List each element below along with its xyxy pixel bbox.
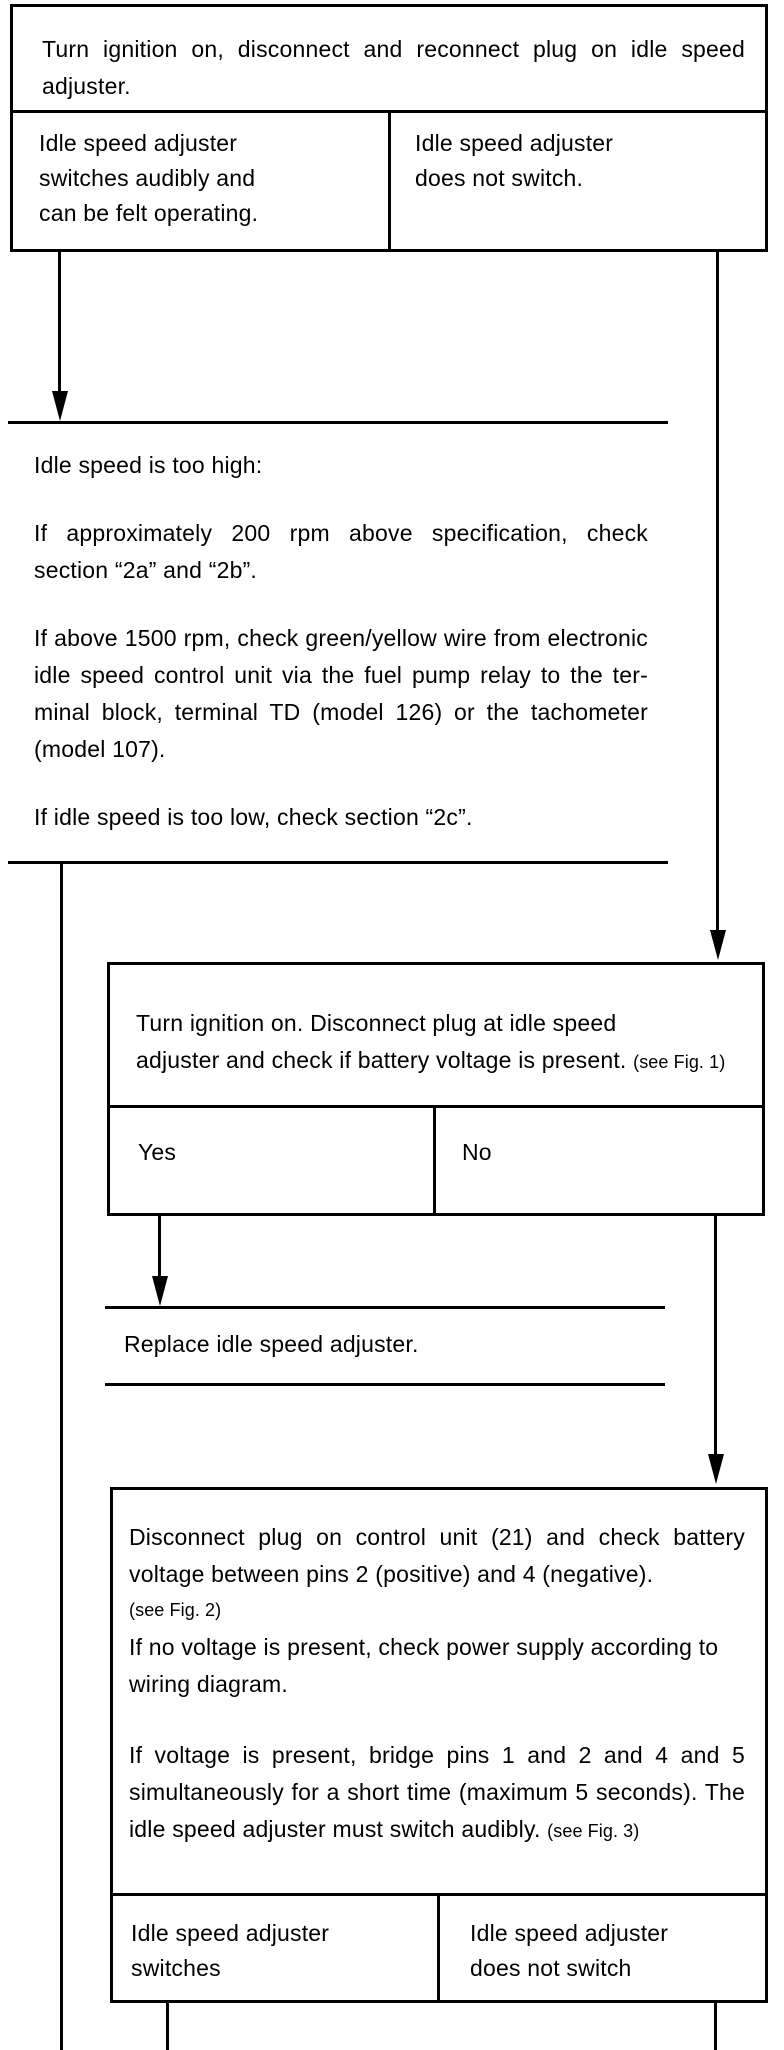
paragraph-no-voltage: If no voltage is present, check power su… (129, 1629, 745, 1703)
step-text-reconnect-plug: Turn ignition on, disconnect and reconne… (13, 7, 765, 113)
separator-rule-top (8, 421, 668, 424)
figure-reference: (see Fig. 2) (129, 1600, 222, 1620)
figure-reference: (see Fig. 1) (633, 1052, 726, 1072)
down-arrow-icon (152, 1276, 168, 1306)
step-box-check-voltage-adjuster: Turn ignition on. Disconnect plug at idl… (107, 962, 765, 1216)
text-line: does not switch (470, 1955, 632, 1981)
result-cell-does-not-switch: Idle speed adjuster does not switch (440, 1896, 765, 2000)
action-rule-bottom (105, 1383, 665, 1386)
note-idle-speed-too-high: Idle speed is too high: If approximately… (34, 447, 648, 836)
text-line: If no voltage is present, check power su… (129, 1634, 719, 1660)
result-cell-adjuster-no-switch: Idle speed adjuster does not switch. (391, 113, 765, 249)
note-paragraph-1500rpm: If above 1500 rpm, check green/yellow wi… (34, 620, 648, 768)
text-line: section “2a” and “2b”. (34, 557, 258, 583)
decision-row: Yes No (110, 1108, 762, 1213)
text-line: Turn ignition on, disconnect and reconne… (42, 36, 745, 62)
down-arrow-icon (708, 1454, 724, 1484)
paragraph-check-battery: Disconnect plug on control unit (21) and… (129, 1519, 745, 1593)
text-line: adjuster and check if battery voltage is… (136, 1047, 726, 1073)
text-line: switches audibly and (39, 165, 256, 191)
text-line: minal block, terminal TD (model 126) or … (34, 699, 648, 725)
result-row: Idle speed adjuster switches Idle speed … (113, 1896, 765, 2000)
decision-cell-no: No (462, 1139, 492, 1165)
note-paragraph-too-low: If idle speed is too low, check section … (34, 804, 473, 830)
connector-line-no-branch (714, 1216, 717, 1456)
result-cell-switches: Idle speed adjuster switches (113, 1896, 440, 2000)
step-box-reconnect-plug: Turn ignition on, disconnect and reconne… (10, 4, 768, 252)
connector-tail-no-switch (714, 2003, 717, 2050)
text-line: voltage between pins 2 (positive) and 4 … (129, 1561, 654, 1587)
step-box-control-unit-check: Disconnect plug on control unit (21) and… (110, 1487, 768, 2003)
action-rule-top (105, 1306, 665, 1309)
note-paragraph-200rpm: If approximately 200 rpm above specifica… (34, 515, 648, 589)
step-text-check-voltage: Turn ignition on. Disconnect plug at idl… (110, 965, 762, 1108)
text-line: Idle speed adjuster (470, 1920, 669, 1946)
text-line: switches (131, 1955, 221, 1981)
text-line: If approximately 200 rpm above specifica… (34, 520, 648, 546)
text-line: Disconnect plug on control unit (21) and… (129, 1524, 745, 1550)
decision-cell-yes: Yes (110, 1108, 436, 1213)
figure-reference: (see Fig. 3) (547, 1821, 640, 1841)
text-line: If voltage is present, bridge pins 1 and… (129, 1742, 745, 1768)
connector-tail-switches (166, 2003, 169, 2050)
down-arrow-icon (710, 930, 726, 960)
text-line: wiring diagram. (129, 1671, 288, 1697)
text-line: adjuster. (42, 73, 131, 99)
text-line: can be felt operating. (39, 200, 259, 226)
down-arrow-icon (52, 391, 68, 421)
text-line: does not switch. (415, 165, 584, 191)
text-line: Idle speed adjuster (39, 130, 238, 156)
text-line: simultaneously for a short time (maximum… (129, 1779, 745, 1805)
result-row: Idle speed adjuster switches audibly and… (13, 113, 765, 249)
connector-line-ok-branch (58, 252, 61, 393)
text-line: Idle speed adjuster (131, 1920, 330, 1946)
connector-line-fail-branch (716, 252, 719, 932)
separator-rule-bottom (8, 861, 668, 864)
text-line: idle speed control unit via the fuel pum… (34, 662, 648, 688)
text-line: (model 107). (34, 736, 166, 762)
action-replace-adjuster: Replace idle speed adjuster. (124, 1331, 419, 1357)
paragraph-bridge-pins: If voltage is present, bridge pins 1 and… (129, 1737, 745, 1850)
result-cell-adjuster-switches: Idle speed adjuster switches audibly and… (13, 113, 391, 249)
step-text-control-unit: Disconnect plug on control unit (21) and… (113, 1490, 765, 1896)
text-line: If above 1500 rpm, check green/yellow wi… (34, 625, 648, 651)
text-line: Turn ignition on. Disconnect plug at idl… (136, 1010, 617, 1036)
connector-rail-left (60, 864, 63, 2050)
text-line: Idle speed adjuster (415, 130, 614, 156)
note-heading: Idle speed is too high: (34, 452, 263, 478)
connector-line-yes-branch (158, 1216, 161, 1278)
text-line: idle speed adjuster must switch audibly.… (129, 1816, 640, 1842)
